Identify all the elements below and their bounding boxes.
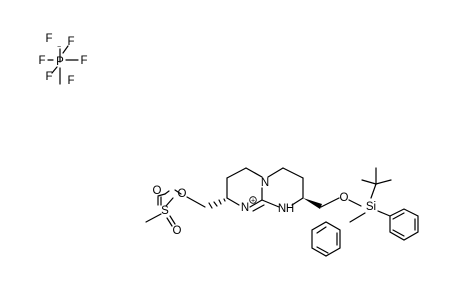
bond-s-o-bottom — [166, 217, 173, 227]
ester-oxygen-label: O — [178, 188, 187, 200]
positive-charge-sign: + — [251, 197, 255, 204]
bond-c9a-c9 — [226, 167, 247, 179]
silicon-label: Si — [366, 201, 376, 213]
bond-s-o-link — [164, 190, 170, 195]
bond-cq-me-left — [361, 179, 377, 185]
stereo-wedge-right — [303, 198, 322, 209]
bond-s-left — [157, 193, 166, 197]
silyl-ether-group: O Si — [311, 167, 419, 257]
iminium-nitrogen-label: N — [241, 202, 249, 214]
bond-n1-c-double — [252, 204, 265, 212]
phenyl-ring-left — [311, 221, 341, 257]
fluorine-label-6: F — [67, 75, 74, 87]
ether-oxygen-label: O — [340, 192, 349, 204]
bond-p-f-lower-left — [51, 66, 58, 74]
bond-c8-n1 — [226, 197, 240, 206]
bond-n1-c — [249, 199, 263, 208]
fluorine-label-3: F — [38, 55, 45, 67]
fluorine-label-5: F — [45, 71, 52, 83]
bridge-nitrogen-label: N — [261, 177, 269, 189]
bond-c2-nh — [291, 197, 304, 206]
positive-charge-circle — [249, 196, 257, 204]
bond-p-f-upper-right — [62, 45, 69, 54]
mesylate-group: O S O O — [145, 185, 187, 237]
bond-ch2-o-ether — [320, 197, 340, 208]
phosphorus-charge: − — [57, 44, 61, 51]
bond-si-cq — [370, 183, 377, 199]
sulfur-label: S — [161, 205, 169, 217]
bond-s-o-bottom-double — [169, 215, 176, 225]
bond-cq-me-right — [375, 179, 392, 185]
stereo-hash-left — [208, 198, 226, 209]
bond-n-c4 — [267, 167, 284, 178]
fluorine-label-1: F — [45, 33, 52, 45]
bond-nh-c — [261, 199, 280, 208]
sulfonyl-oxygen-bottom-label: O — [173, 225, 182, 237]
bond-s-methyl — [145, 213, 162, 223]
bond-s-to-ester-o — [165, 197, 174, 207]
hexafluorophosphate-group: P − F F F F F F — [38, 33, 87, 87]
fluorine-label-4: F — [80, 55, 87, 67]
bond-si-ph-left — [349, 212, 366, 223]
phenyl-ring-right — [389, 208, 419, 241]
bond-ch2-o-ester — [186, 196, 206, 208]
sulfonyl-oxygen-top-label: O — [153, 185, 162, 197]
bond-c4-c3 — [282, 167, 304, 179]
bond-o-si — [348, 199, 362, 207]
bicyclic-guanidine-core: N N + N H — [186, 167, 340, 215]
bond-o-s-shift — [174, 189, 182, 195]
bond-n3-c9a — [245, 167, 263, 178]
bond-si-ph-right — [377, 210, 391, 217]
fluorine-label-2: F — [67, 36, 74, 48]
amine-hydrogen-label: H — [286, 203, 294, 215]
phosphorus-label: P — [56, 56, 64, 68]
amine-nitrogen-label: N — [278, 203, 286, 215]
